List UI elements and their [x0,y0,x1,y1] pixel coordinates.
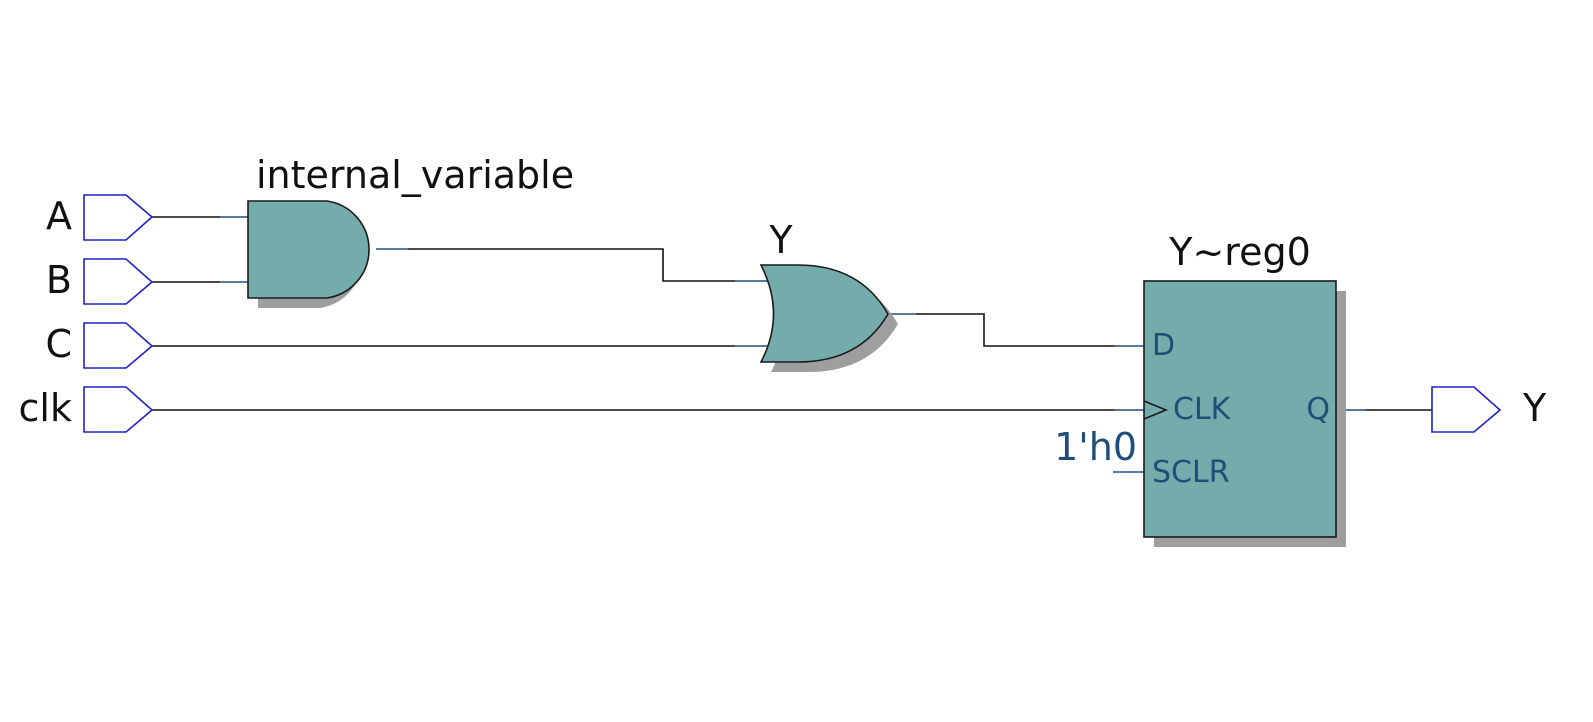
and-gate-label: internal_variable [256,153,574,197]
and-gate[interactable]: internal_variable [247,153,574,308]
input-port-c-shape [83,322,154,369]
register-pin-d: D [1152,328,1175,363]
register-label: Y~reg0 [1168,230,1311,274]
input-port-a-shape [83,194,154,241]
input-port-c-label: C [45,322,72,366]
register-pin-q: Q [1306,392,1330,427]
output-port-y-shape [1431,386,1502,433]
input-port-clk-shape [83,386,154,433]
register-body [1143,280,1337,538]
or-gate-body [759,264,889,363]
sclr-constant-label: 1'h0 [1054,425,1137,469]
wire-and-to-or [408,248,735,282]
input-port-clk-label: clk [19,386,72,430]
or-gate-label: Y [768,218,793,262]
register-pin-sclr: SCLR [1152,455,1230,490]
input-port-a[interactable]: A [46,194,154,241]
input-port-b-shape [83,258,154,305]
register-pin-clk: CLK [1173,392,1232,427]
wires [152,216,1432,411]
clock-triangle-icon [1143,400,1169,420]
or-gate[interactable]: Y [759,218,898,372]
output-port-y-label: Y [1522,386,1547,430]
input-port-clk[interactable]: clk [19,386,154,433]
input-port-a-label: A [46,194,72,238]
and-gate-body [247,200,370,299]
output-port-y[interactable]: Y [1431,386,1547,433]
wire-or-to-reg-d [916,313,1115,347]
register-block[interactable]: Y~reg0 D CLK SCLR Q 1'h0 [1054,230,1346,547]
input-port-b[interactable]: B [46,258,154,305]
input-port-b-label: B [46,258,72,302]
input-port-c[interactable]: C [45,322,154,369]
